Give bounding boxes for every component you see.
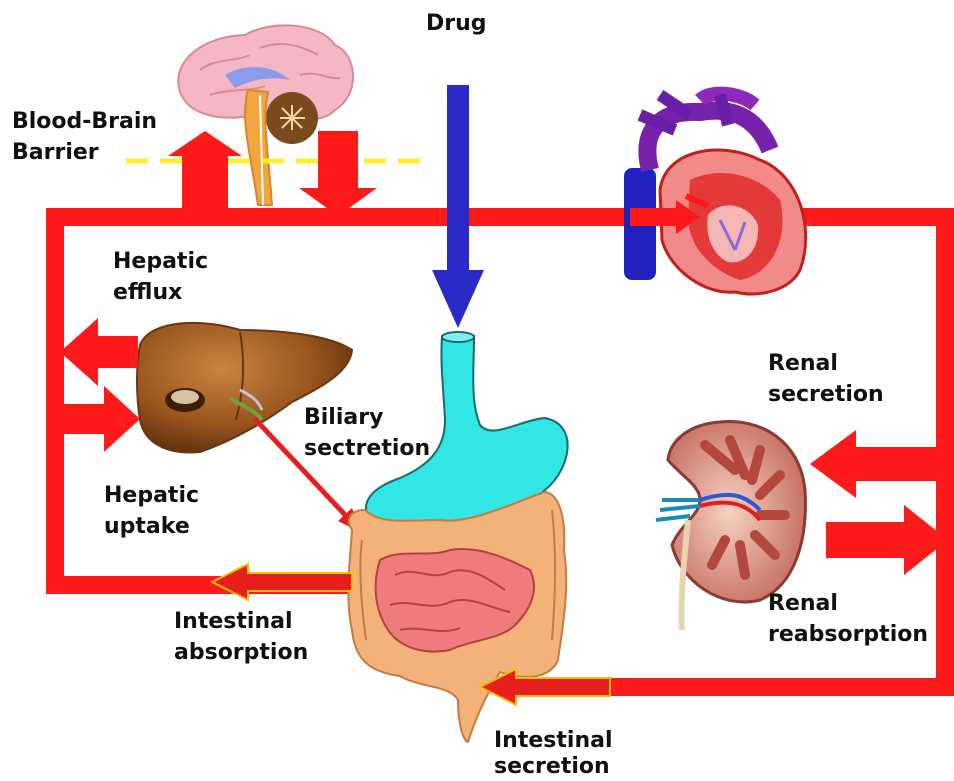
heart-illustration [624,94,806,294]
intestinal-absorption-arrow [212,564,352,600]
bbb-influx-arrow [299,131,377,216]
renal-reabsorption-arrow [826,505,948,575]
hepatic-efflux-arrow [60,318,138,386]
renal-secretion-arrow [810,430,936,498]
bbb-efflux-arrow [168,131,242,208]
intestine-illustration [348,492,566,742]
drug-arrow [432,85,484,328]
drug-label: Drug [426,8,487,39]
hepatic-uptake-arrow [60,386,140,452]
